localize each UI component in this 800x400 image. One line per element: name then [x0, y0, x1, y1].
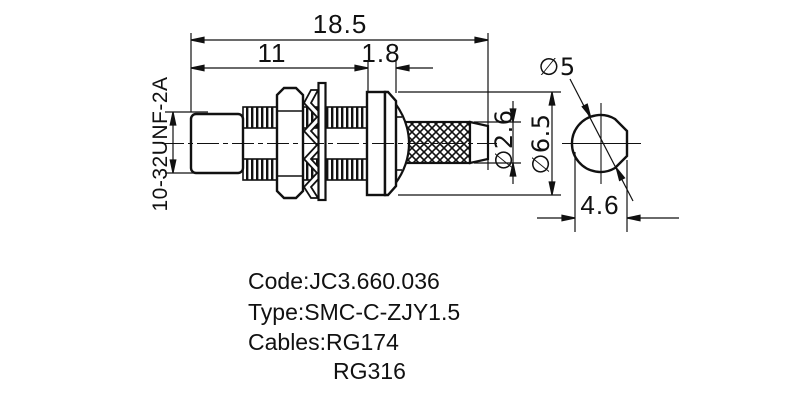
cable-ferrule	[468, 120, 490, 165]
flat-washer	[317, 81, 327, 202]
note-code: Code:JC3.660.036	[248, 268, 440, 294]
crimp-knurl	[397, 120, 472, 165]
hex-dia-label: ∅6.5	[527, 113, 555, 174]
note-cables-extra: RG316	[333, 358, 406, 384]
side-view	[162, 81, 497, 202]
dim-body-length-label: 11	[258, 38, 287, 68]
end-dia-label: ∅5	[538, 53, 575, 81]
part-notes: Code:JC3.660.036 Type:SMC-C-ZJY1.5 Cable…	[248, 268, 460, 384]
dim-flange-label: 1.8	[361, 38, 400, 68]
end-view	[562, 103, 641, 184]
note-cables: Cables:RG174	[248, 329, 399, 355]
crimp-dia-label: ∅2.6	[490, 109, 518, 170]
thread-band	[242, 158, 279, 181]
thread-spec-label: 10-32UNF-2A	[149, 76, 172, 211]
dim-total-length-label: 18.5	[313, 9, 368, 39]
note-type: Type:SMC-C-ZJY1.5	[248, 299, 460, 325]
dimension-lines	[165, 33, 679, 232]
hex-nut	[275, 86, 305, 200]
leader-line-end-dia	[569, 78, 634, 202]
thread-band	[242, 106, 279, 129]
across-flats-label: 4.6	[580, 190, 619, 220]
